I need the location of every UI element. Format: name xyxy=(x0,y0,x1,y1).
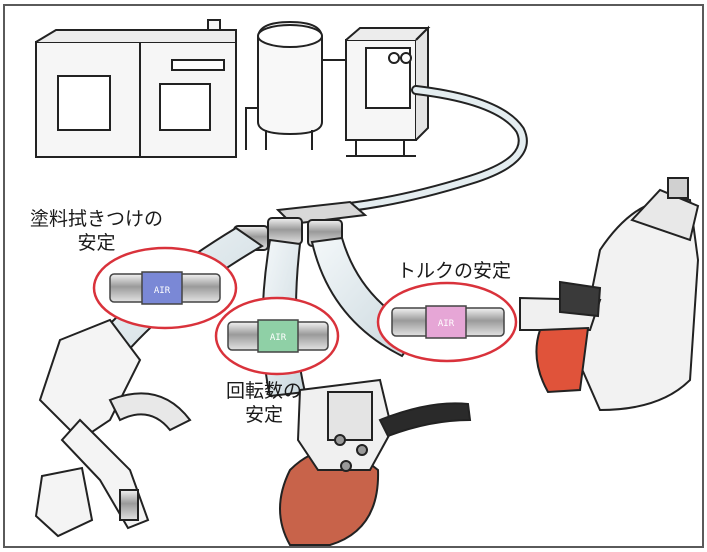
dryer-unit xyxy=(345,25,431,157)
label-torque-text: トルクの安定 xyxy=(397,260,512,282)
regulator-label-spray: AIR xyxy=(154,286,171,296)
label-paint-spray-stability: 塗料拭きつけの 安定 xyxy=(30,207,163,255)
impact-wrench xyxy=(519,177,700,412)
angle-grinder xyxy=(279,378,472,546)
label-rotation-stability: 回転数の 安定 xyxy=(226,379,302,427)
label-paint-line2: 安定 xyxy=(77,232,116,254)
callout-rpm: AIR xyxy=(214,296,340,376)
label-rotation-line1: 回転数の xyxy=(226,380,303,402)
callout-torque: AIR xyxy=(376,281,518,363)
regulator-label-torque: AIR xyxy=(438,319,455,329)
regulator-label-rpm: AIR xyxy=(270,333,287,343)
label-torque-stability: トルクの安定 xyxy=(397,259,511,283)
air-tank xyxy=(245,20,346,150)
callout-spray: AIR xyxy=(92,246,238,330)
spray-gun xyxy=(34,318,192,538)
label-paint-line1: 塗料拭きつけの xyxy=(30,208,164,230)
compressor-unit xyxy=(35,19,237,158)
label-rotation-line2: 安定 xyxy=(245,404,284,426)
